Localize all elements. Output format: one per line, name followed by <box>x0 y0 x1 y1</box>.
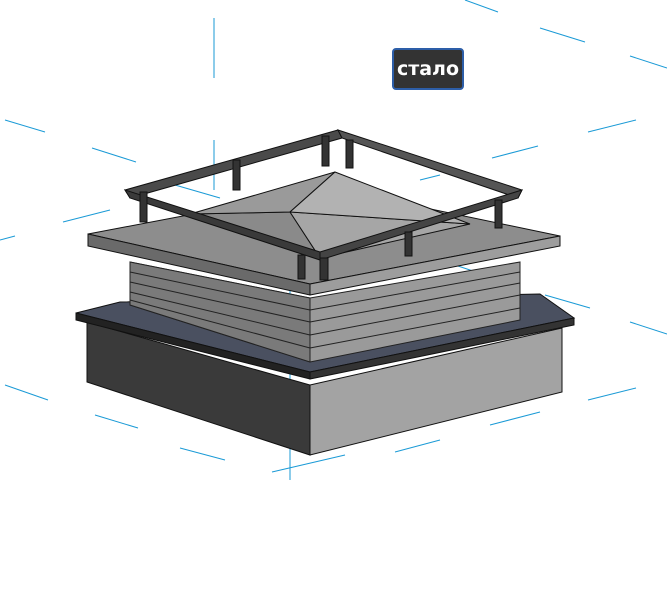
guard-railing <box>123 129 523 281</box>
view-tag-label: стало <box>392 48 464 90</box>
base-box <box>86 321 563 456</box>
louver-stack <box>129 261 521 363</box>
